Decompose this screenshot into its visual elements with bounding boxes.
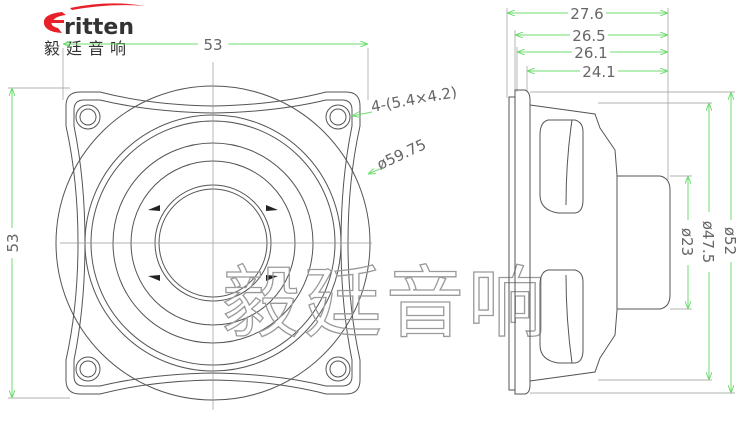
logo-text: ritten [64,15,134,40]
front-view: 53 53 4-(5.4×4.2) ø59.75 [4,36,458,410]
brand-logo: ritten 毅廷音响 [43,3,145,58]
front-height-dim: 53 [4,233,22,252]
diameter-dim: ø47.5 [699,221,717,264]
outer-diameter-dim: ø59.75 [374,135,429,173]
depth-dim: 27.6 [570,5,603,23]
side-view: 27.6 26.5 26.1 24.1 ø52 ø47.5 ø23 [506,5,739,395]
diameter-dim: ø52 [721,227,739,255]
depth-dim: 26.5 [572,27,605,45]
logo-cn-text: 毅廷音响 [44,39,132,58]
hole-note: 4-(5.4×4.2) [370,83,459,116]
watermark: 毅廷音响 [222,259,550,349]
depth-dim: 24.1 [582,63,615,81]
front-width-dim: 53 [203,36,222,54]
diameter-dim: ø23 [678,228,696,256]
depth-dim: 26.1 [574,44,607,62]
